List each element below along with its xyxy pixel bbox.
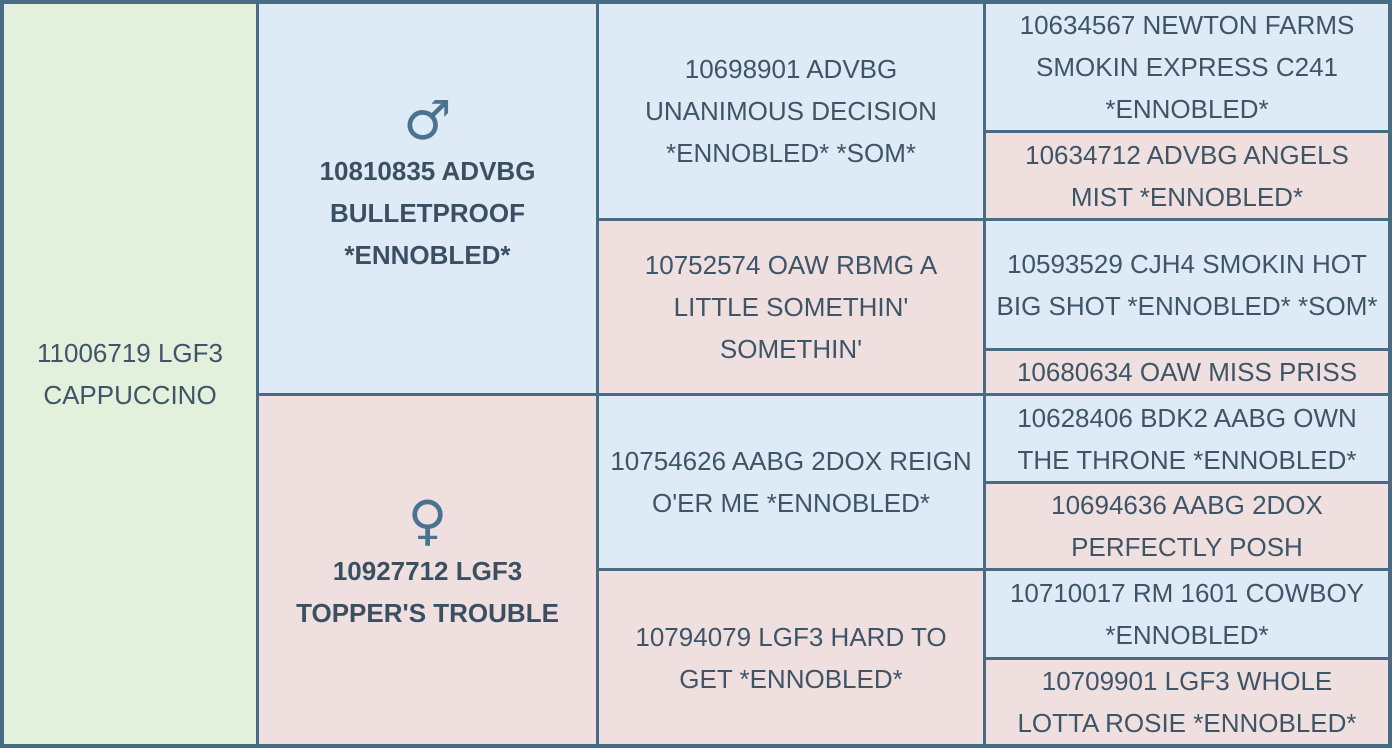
great-grandparent-name: 10628406 BDK2 AABG OWN THE THRONE *ENNOB… (1017, 402, 1357, 475)
great-grandparent-name: 10593529 CJH4 SMOKIN HOT BIG SHOT *ENNOB… (996, 248, 1378, 321)
great-grandparent-cell[interactable]: 10593529 CJH4 SMOKIN HOT BIG SHOT *ENNOB… (986, 221, 1388, 348)
grandparent-cell[interactable]: 10698901 ADVBG UNANIMOUS DECISION *ENNOB… (599, 4, 983, 218)
great-grandparent-cell[interactable]: 10634712 ADVBG ANGELS MIST *ENNOBLED* (986, 133, 1388, 218)
great-grandparent-name: 10634712 ADVBG ANGELS MIST *ENNOBLED* (1025, 139, 1349, 212)
great-grandparent-cell[interactable]: 10634567 NEWTON FARMS SMOKIN EXPRESS C24… (986, 4, 1388, 130)
grandparent-cell[interactable]: 10752574 OAW RBMG A LITTLE SOMETHIN' SOM… (599, 221, 983, 393)
great-grandparent-cell[interactable]: 10680634 OAW MISS PRISS (986, 351, 1388, 393)
grandparent-name: 10752574 OAW RBMG A LITTLE SOMETHIN' SOM… (644, 250, 938, 364)
sire-name: 10810835 ADVBG BULLETPROOF *ENNOBLED* (319, 155, 536, 270)
grandparent-name: 10794079 LGF3 HARD TO GET *ENNOBLED* (635, 621, 947, 694)
dam-cell[interactable]: ♀ 10927712 LGF3 TOPPER'S TROUBLE (259, 396, 596, 744)
dam-name: 10927712 LGF3 TOPPER'S TROUBLE (296, 556, 559, 628)
male-icon: ♂ (403, 88, 452, 152)
great-grandparent-cell[interactable]: 10694636 AABG 2DOX PERFECTLY POSH (986, 484, 1388, 568)
great-grandparent-cell[interactable]: 10709901 LGF3 WHOLE LOTTA ROSIE *ENNOBLE… (986, 660, 1388, 744)
great-grandparent-cell[interactable]: 10710017 RM 1601 COWBOY *ENNOBLED* (986, 571, 1388, 657)
subject-name: 11006719 LGF3 CAPPUCCINO (37, 338, 223, 410)
great-grandparent-name: 10694636 AABG 2DOX PERFECTLY POSH (1051, 490, 1323, 562)
grandparent-name: 10754626 AABG 2DOX REIGN O'ER ME *ENNOBL… (610, 446, 972, 518)
great-grandparent-name: 10680634 OAW MISS PRISS (1016, 357, 1358, 387)
grandparent-name: 10698901 ADVBG UNANIMOUS DECISION *ENNOB… (645, 54, 937, 168)
great-grandparent-name: 10710017 RM 1601 COWBOY *ENNOBLED* (1009, 578, 1365, 650)
grandparent-cell[interactable]: 10794079 LGF3 HARD TO GET *ENNOBLED* (599, 571, 983, 744)
subject-cell[interactable]: 11006719 LGF3 CAPPUCCINO (4, 4, 256, 744)
female-icon: ♀ (407, 489, 448, 552)
sire-cell[interactable]: ♂ 10810835 ADVBG BULLETPROOF *ENNOBLED* (259, 4, 596, 393)
grandparent-cell[interactable]: 10754626 AABG 2DOX REIGN O'ER ME *ENNOBL… (599, 396, 983, 568)
great-grandparent-name: 10634567 NEWTON FARMS SMOKIN EXPRESS C24… (1019, 10, 1355, 124)
great-grandparent-name: 10709901 LGF3 WHOLE LOTTA ROSIE *ENNOBLE… (1017, 666, 1357, 738)
great-grandparent-cell[interactable]: 10628406 BDK2 AABG OWN THE THRONE *ENNOB… (986, 396, 1388, 481)
